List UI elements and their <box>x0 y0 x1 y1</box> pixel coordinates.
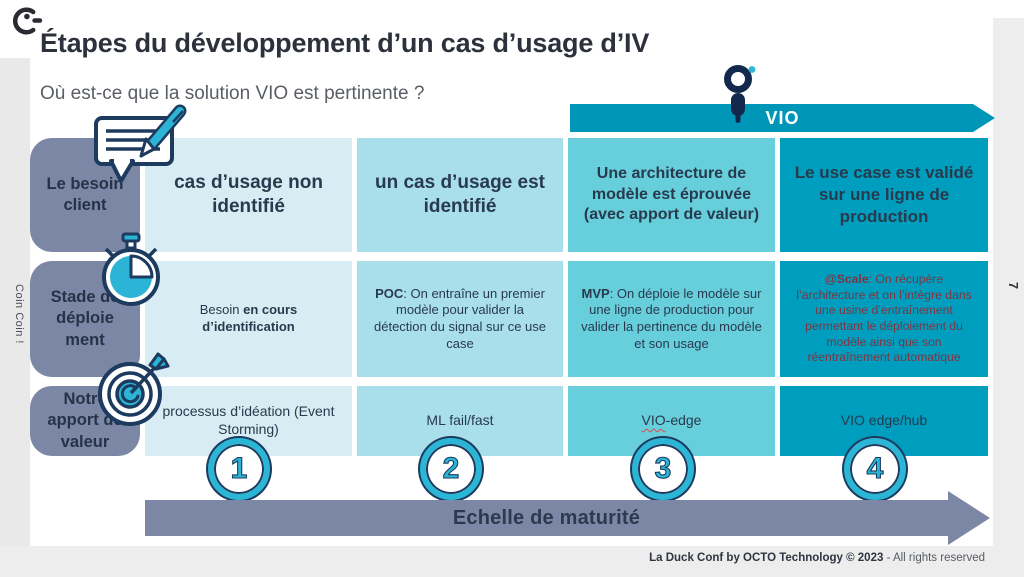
step-number-3: 3 <box>654 451 672 485</box>
slide-title: Étapes du développement d’un cas d’usage… <box>40 28 650 58</box>
side-vertical-label: Coin Coin ! <box>13 284 25 344</box>
cell-deploiement-stage1: Besoin en cours d’identification <box>145 261 352 377</box>
maturity-arrow-bar: Echelle de maturité <box>145 500 948 536</box>
vio-banner-label: VIO <box>765 107 800 128</box>
step-circle-2: 2 <box>420 438 482 500</box>
octo-logo-icon <box>12 7 43 35</box>
maturity-arrow-head <box>948 491 990 545</box>
deploy1-bold: en cours d’identification <box>202 302 298 334</box>
slide-subtitle: Où est-ce que la solution VIO est pertin… <box>40 83 425 104</box>
right-margin-strip <box>993 18 1024 577</box>
cell-deploiement-stage4: @Scale: On récupère l’architecture et on… <box>780 261 988 377</box>
deploy4-text: : On récupère l’architecture et on l’int… <box>796 272 972 365</box>
maturity-matrix: Le besoin client cas d’usage non identif… <box>30 138 988 456</box>
deploy4-bold: @Scale <box>824 272 869 287</box>
left-margin-strip <box>0 58 30 577</box>
deploy1-lead: Besoin <box>199 302 244 318</box>
deploy3-text: : On déploie le modèle sur une ligne de … <box>581 285 762 351</box>
deploy3-bold: MVP <box>581 285 610 301</box>
cell-besoin-stage2: un cas d’usage est identifié <box>357 138 563 252</box>
step-number-2: 2 <box>442 451 460 485</box>
step-number-1: 1 <box>230 451 248 485</box>
page-number: 7 <box>1005 281 1021 290</box>
footer-copyright: La Duck Conf by OCTO Technology © 2023 -… <box>649 552 985 564</box>
cell-deploiement-stage2: POC: On entraîne un premier modèle pour … <box>357 261 563 377</box>
valeur3-vio: VIO <box>641 412 666 429</box>
row-header-apport-valeur: Notre apport de valeur <box>30 386 140 456</box>
step-circle-1: 1 <box>208 438 270 500</box>
bottom-margin-strip <box>0 546 1024 577</box>
cell-besoin-stage4: Le use case est validé sur une ligne de … <box>780 138 988 252</box>
row-header-stade-deploiement: Stade de déploie ment <box>30 261 140 377</box>
vio-banner-arrow: VIO <box>570 104 995 132</box>
deploy2-bold: POC <box>375 285 404 301</box>
cell-besoin-stage3: Une architecture de modèle est éprouvée … <box>568 138 775 252</box>
row-header-besoin-client: Le besoin client <box>30 138 140 252</box>
valeur3-edge: -edge <box>665 412 702 429</box>
maturity-arrow-label: Echelle de maturité <box>452 506 641 529</box>
cell-deploiement-stage3: MVP: On déploie le modèle sur une ligne … <box>568 261 775 377</box>
step-circle-4: 4 <box>844 438 906 500</box>
step-number-4: 4 <box>866 451 884 485</box>
maturity-scale-arrow: Echelle de maturité <box>145 491 990 545</box>
cell-besoin-stage1: cas d’usage non identifié <box>145 138 352 252</box>
vio-pin-icon <box>724 65 756 123</box>
footer-bold-text: La Duck Conf by OCTO Technology © 2023 <box>649 552 887 564</box>
footer-rest-text: - All rights reserved <box>886 552 985 564</box>
step-circle-3: 3 <box>632 438 694 500</box>
deploy2-text: : On entraîne un premier modèle pour val… <box>374 285 546 351</box>
